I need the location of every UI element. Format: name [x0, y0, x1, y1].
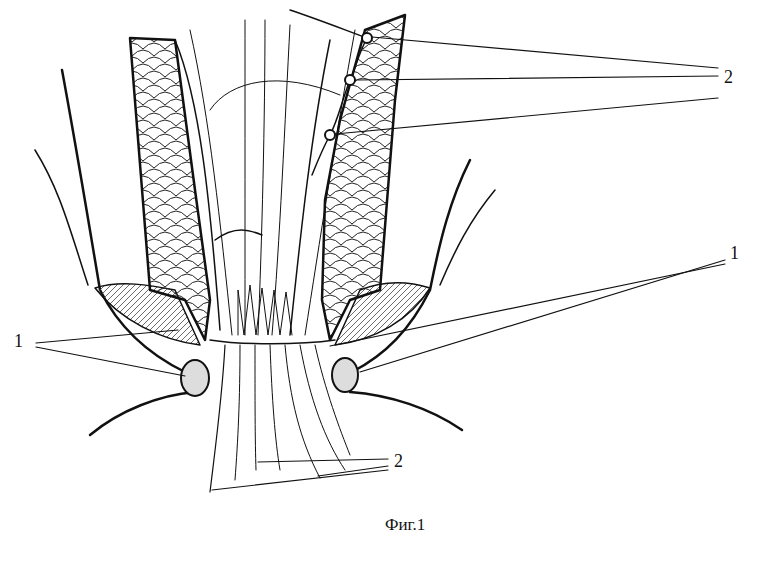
figure-caption: Фиг.1 — [383, 516, 427, 535]
callout-number: 2 — [722, 68, 735, 88]
callout-number: 2 — [392, 452, 405, 472]
callout-number: 1 — [12, 332, 25, 352]
callout-number: 1 — [728, 244, 741, 264]
